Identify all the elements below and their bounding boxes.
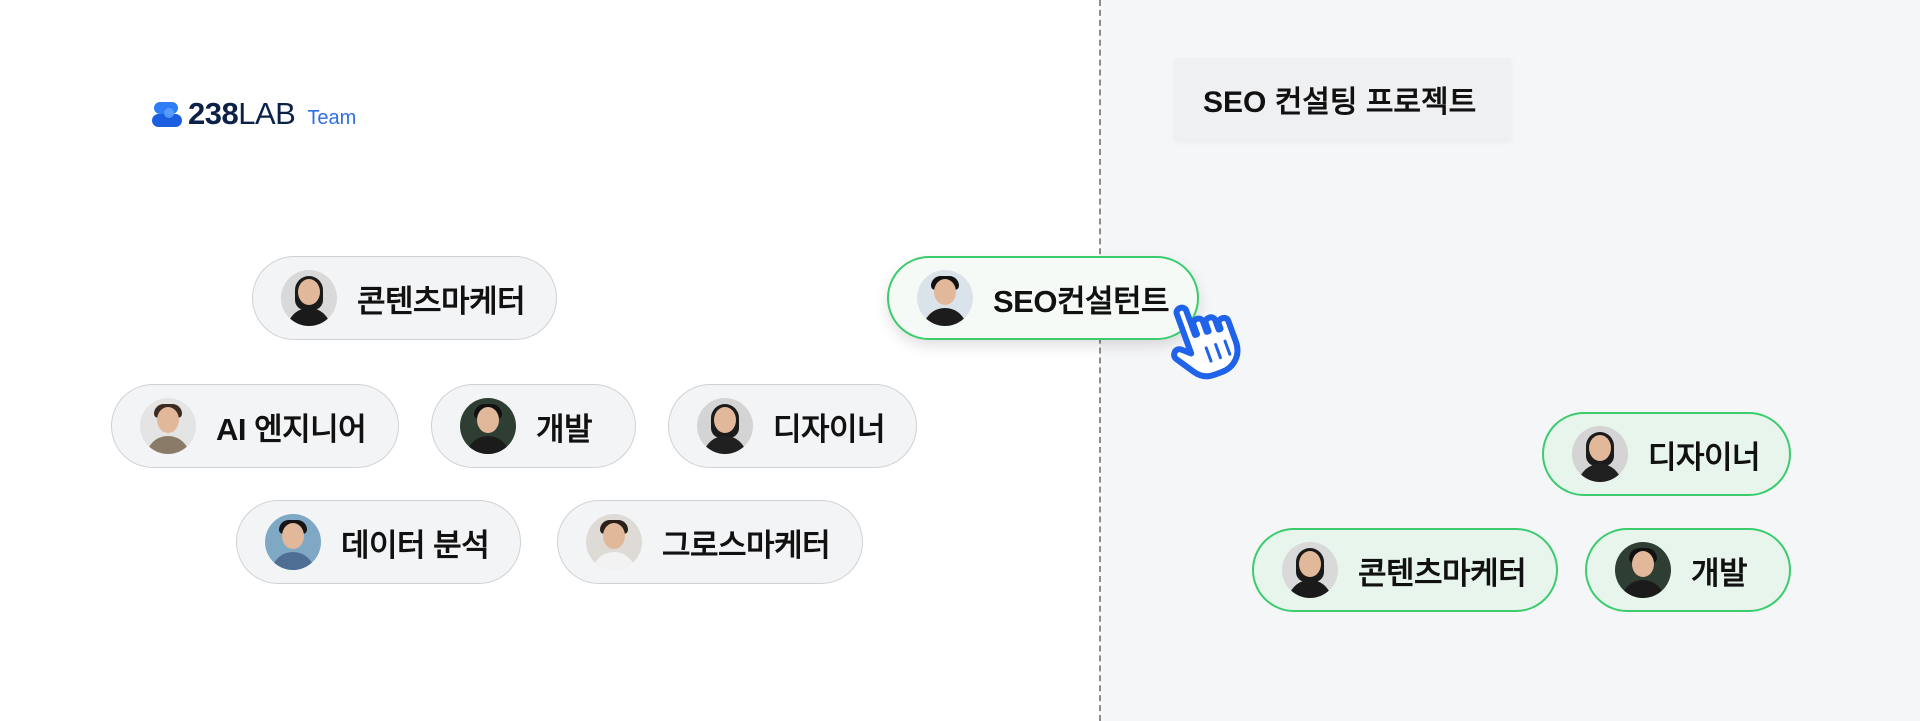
- role-chip-ai-engineer[interactable]: AI 엔지니어: [111, 384, 399, 468]
- avatar: [586, 514, 642, 570]
- role-chip-label: 데이터 분석: [341, 527, 490, 563]
- logo-mark-icon: [152, 99, 182, 129]
- avatar: [265, 514, 321, 570]
- logo-team-label: Team: [307, 106, 357, 129]
- assigned-chip-developer[interactable]: 개발: [1585, 528, 1791, 612]
- assigned-chip-designer[interactable]: 디자이너: [1542, 412, 1791, 496]
- role-chip-content-marketer[interactable]: 콘텐츠마케터: [252, 256, 557, 340]
- pointer-hand-icon: [1171, 304, 1241, 380]
- brand-logo: 238 LAB Team: [152, 96, 356, 132]
- role-chip-data-analysis[interactable]: 데이터 분석: [236, 500, 521, 584]
- project-title: SEO 컨설팅 프로젝트: [1175, 58, 1511, 140]
- logo-number: 238: [188, 96, 239, 131]
- available-roles-panel: [0, 0, 1099, 721]
- role-chip-label: 콘텐츠마케터: [357, 283, 526, 319]
- role-chip-label: AI 엔지니어: [216, 411, 367, 447]
- role-chip-label: 콘텐츠마케터: [1358, 555, 1527, 591]
- avatar: [281, 270, 337, 326]
- role-chip-seo-consultant-dragging[interactable]: SEO컨설턴트: [887, 256, 1199, 340]
- avatar: [140, 398, 196, 454]
- assigned-chip-content-marketer[interactable]: 콘텐츠마케터: [1252, 528, 1558, 612]
- avatar: [460, 398, 516, 454]
- avatar: [1572, 426, 1628, 482]
- role-chip-label: 디자이너: [773, 411, 886, 447]
- avatar: [1615, 542, 1671, 598]
- role-chip-label: 개발: [1691, 555, 1748, 591]
- role-chip-label: SEO컨설턴트: [993, 283, 1170, 319]
- role-chip-developer[interactable]: 개발: [431, 384, 636, 468]
- avatar: [917, 270, 973, 326]
- role-chip-label: 개발: [536, 411, 593, 447]
- avatar: [697, 398, 753, 454]
- logo-lab: LAB: [238, 96, 296, 131]
- role-chip-label: 그로스마케터: [662, 527, 831, 563]
- avatar: [1282, 542, 1338, 598]
- role-chip-label: 디자이너: [1648, 439, 1761, 475]
- panel-divider: [1099, 0, 1101, 721]
- role-chip-designer[interactable]: 디자이너: [668, 384, 917, 468]
- role-chip-growth-marketer[interactable]: 그로스마케터: [557, 500, 863, 584]
